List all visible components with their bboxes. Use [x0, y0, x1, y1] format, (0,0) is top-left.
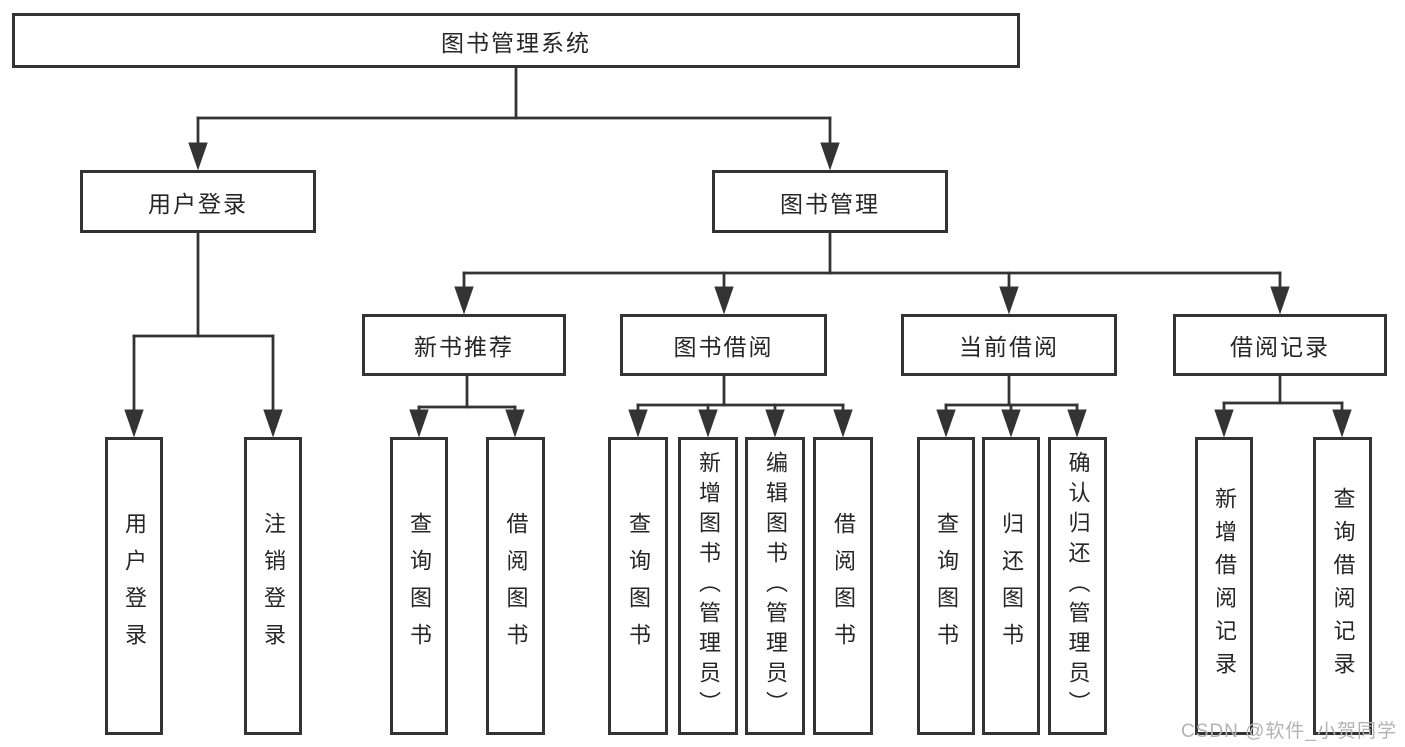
leaf-borrow-borrow-books: 借阅图书 — [813, 437, 873, 735]
arrowheads-new-book — [409, 409, 525, 438]
leaf-user-login-label: 用户登录 — [122, 512, 147, 660]
leaf-current-query-books: 查询图书 — [917, 437, 975, 735]
arrowheads-book-borrow — [628, 409, 853, 438]
watermark-text: CSDN @软件_小贺同学 — [1181, 721, 1397, 742]
connector-current-borrow-to-leaves — [944, 374, 1079, 414]
leaf-borrow-borrow-books-label: 借阅图书 — [831, 512, 856, 660]
leaf-borrow-edit-books-admin: 编辑图书（管理员） — [745, 437, 805, 735]
node-user-login-label: 用户登录 — [148, 190, 248, 217]
leaf-logout: 注销登录 — [244, 437, 302, 735]
leaf-record-add-label: 新增借阅记录 — [1212, 487, 1237, 685]
leaf-borrow-add-books-admin: 新增图书（管理员） — [678, 437, 738, 735]
leaf-newbook-query-books: 查询图书 — [390, 437, 448, 735]
node-book-management: 图书管理 — [712, 170, 948, 233]
leaf-logout-label: 注销登录 — [261, 512, 286, 660]
leaf-newbook-query-books-label: 查询图书 — [407, 512, 432, 660]
connector-root-to-level2 — [196, 66, 832, 147]
leaf-newbook-borrow-books: 借阅图书 — [486, 437, 545, 735]
leaf-borrow-add-books-admin-label: 新增图书（管理员） — [696, 451, 721, 721]
connector-book-borrow-to-leaves — [636, 374, 845, 414]
node-book-borrow-label: 图书借阅 — [673, 334, 774, 360]
leaf-current-confirm-return-admin: 确认归还（管理员） — [1048, 437, 1107, 735]
arrowheads-level2 — [188, 142, 840, 171]
connector-user-login-to-leaves — [132, 231, 275, 414]
leaf-record-query-label: 查询借阅记录 — [1330, 487, 1356, 685]
leaf-borrow-query-books: 查询图书 — [608, 437, 668, 735]
node-new-book-recommend: 新书推荐 — [362, 314, 566, 376]
arrowheads-user-login — [124, 409, 283, 438]
leaf-newbook-borrow-books-label: 借阅图书 — [503, 512, 529, 660]
connector-new-book-to-leaves — [417, 374, 517, 414]
node-borrow-records: 借阅记录 — [1173, 314, 1387, 376]
node-current-borrow: 当前借阅 — [901, 314, 1117, 376]
connector-borrow-records-to-leaves — [1222, 374, 1344, 414]
node-book-borrow: 图书借阅 — [620, 314, 827, 376]
arrowheads-level3 — [454, 286, 1290, 315]
leaf-current-query-books-label: 查询图书 — [934, 512, 959, 660]
leaf-borrow-query-books-label: 查询图书 — [626, 512, 651, 660]
leaf-record-add: 新增借阅记录 — [1195, 437, 1253, 735]
leaf-user-login: 用户登录 — [105, 437, 163, 735]
leaf-current-confirm-return-admin-label: 确认归还（管理员） — [1065, 451, 1091, 721]
leaf-borrow-edit-books-admin-label: 编辑图书（管理员） — [763, 451, 788, 721]
leaf-current-return-books-label: 归还图书 — [999, 512, 1024, 660]
node-library-system: 图书管理系统 — [12, 13, 1020, 68]
leaf-current-return-books: 归还图书 — [982, 437, 1040, 735]
node-borrow-records-label: 借阅记录 — [1230, 334, 1330, 360]
node-book-management-label: 图书管理 — [780, 190, 880, 217]
arrowheads-borrow-records — [1214, 409, 1352, 438]
leaf-record-query: 查询借阅记录 — [1313, 437, 1372, 735]
connector-book-mgmt-to-level3 — [462, 231, 1282, 291]
node-user-login: 用户登录 — [80, 170, 316, 233]
node-new-book-recommend-label: 新书推荐 — [414, 334, 514, 360]
node-current-borrow-label: 当前借阅 — [959, 334, 1059, 360]
node-library-system-label: 图书管理系统 — [441, 29, 591, 56]
arrowheads-current-borrow — [936, 409, 1087, 438]
